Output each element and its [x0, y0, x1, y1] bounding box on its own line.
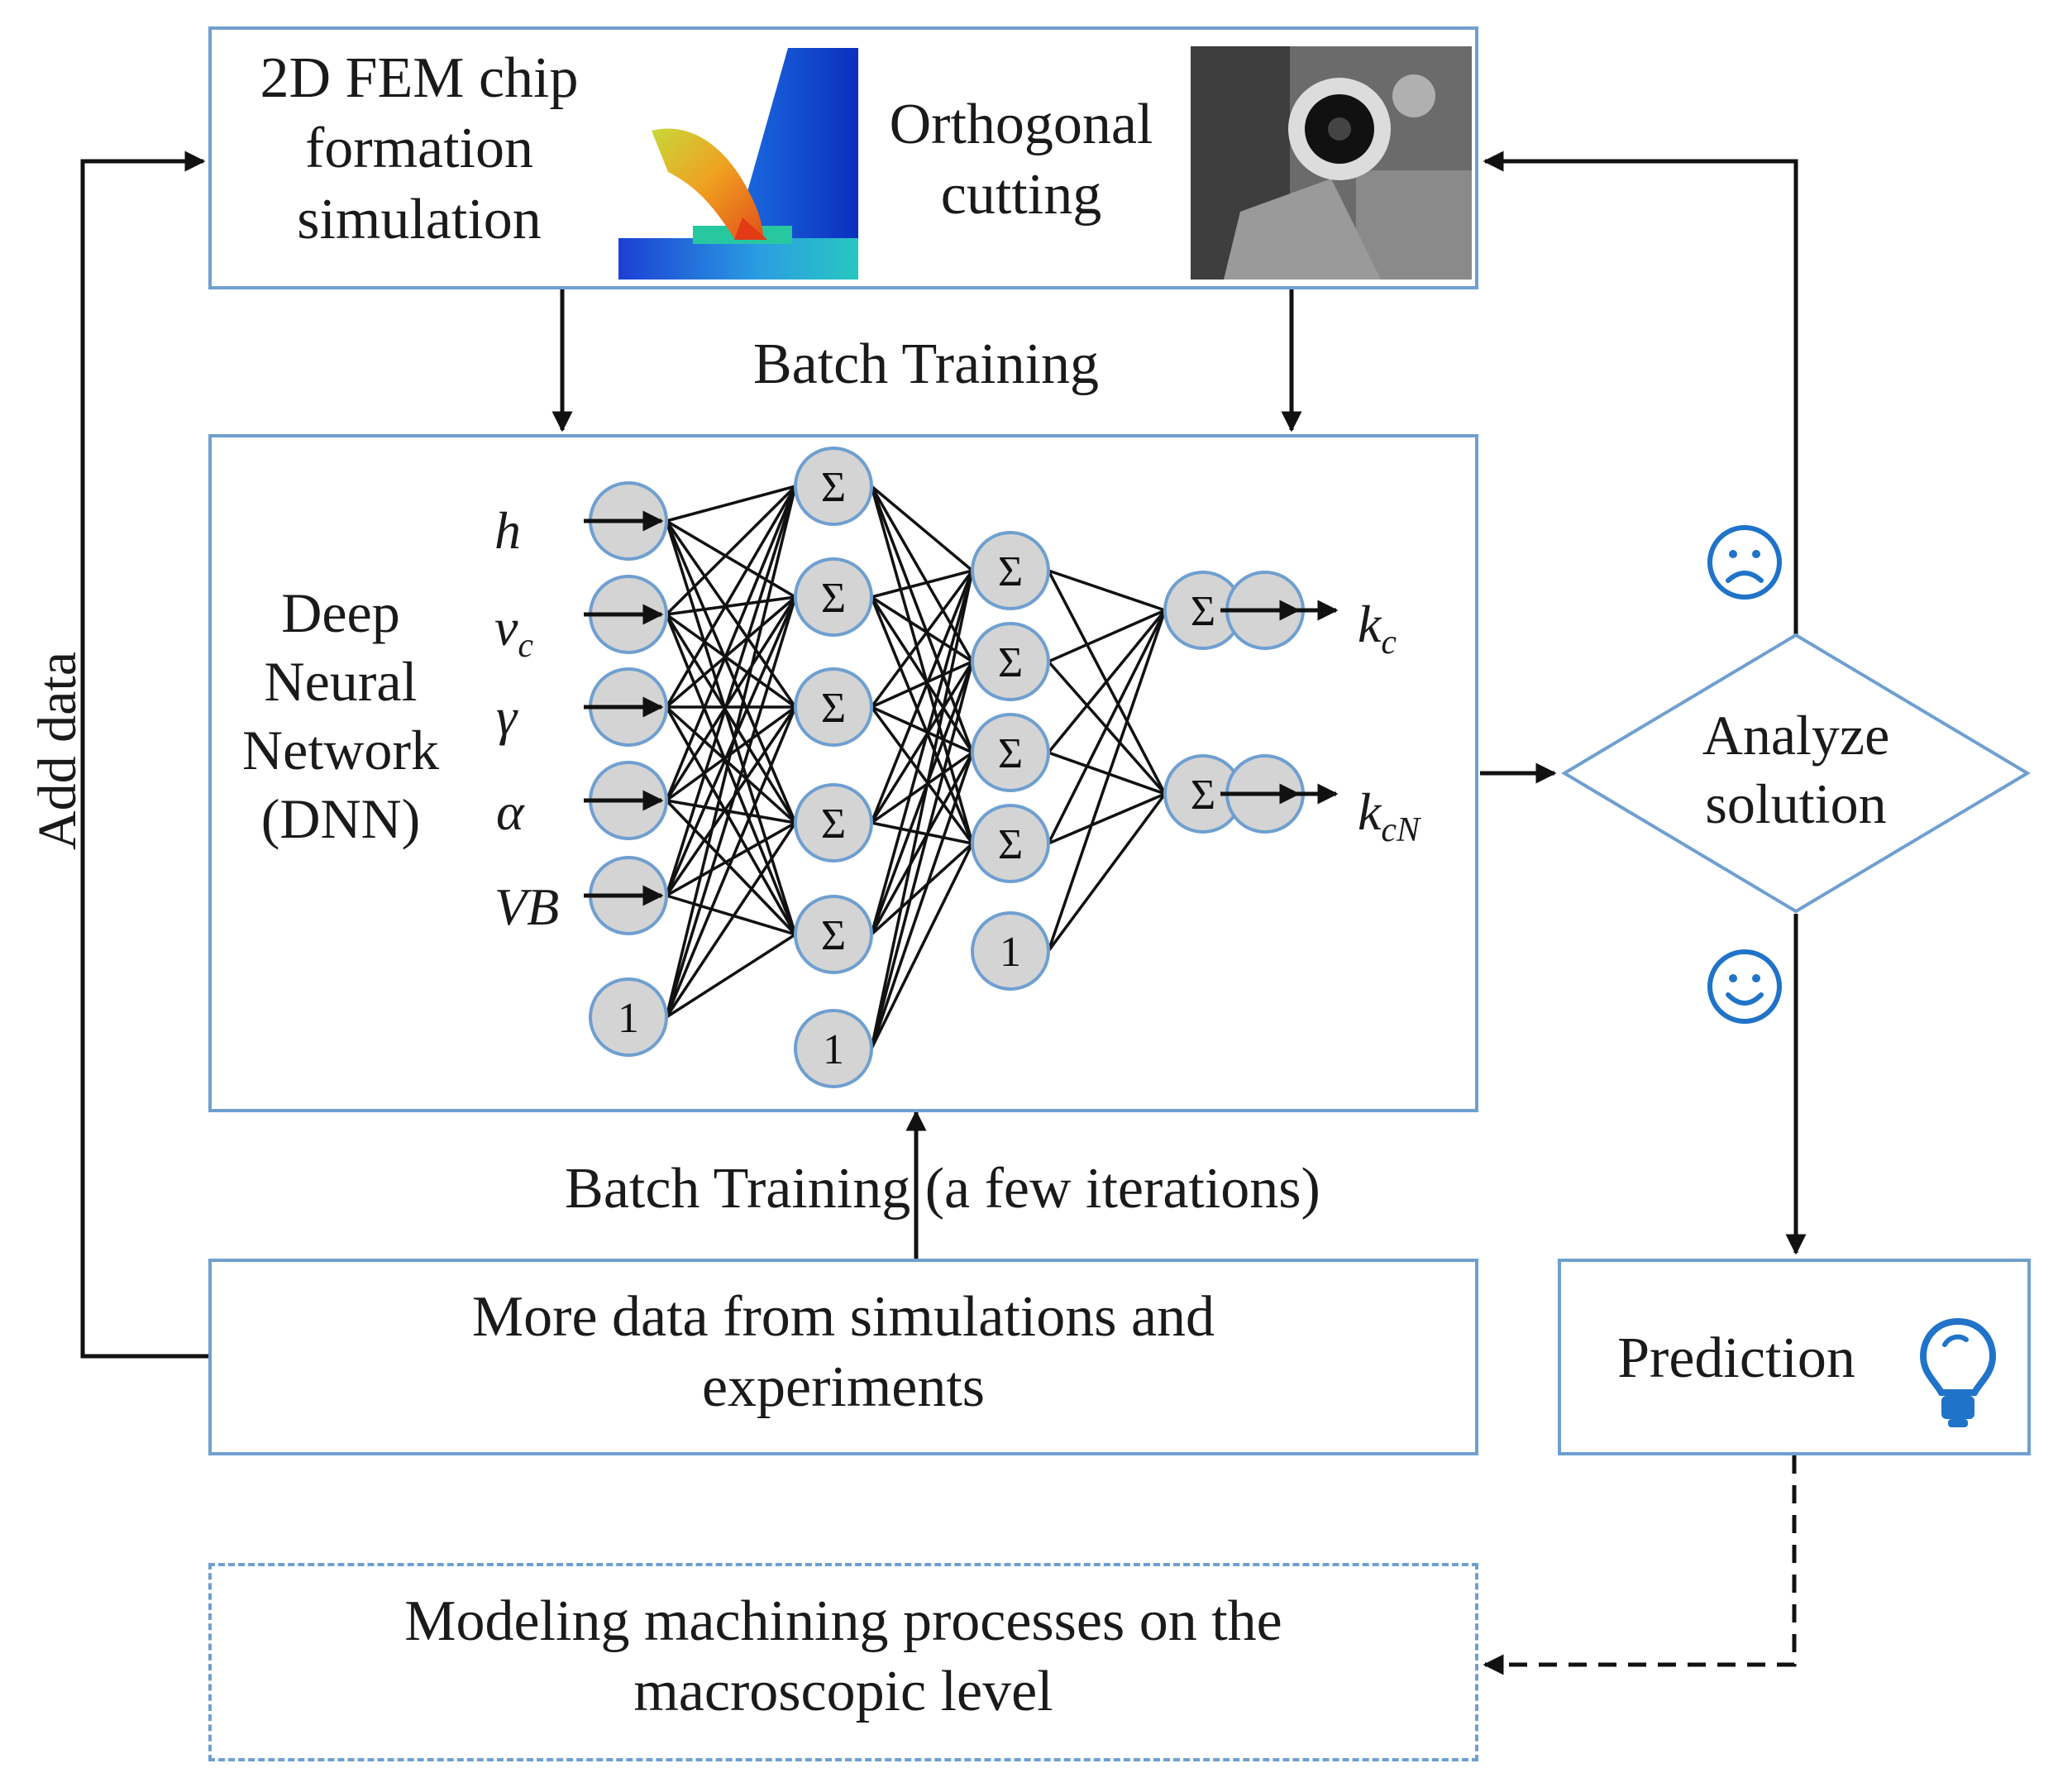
add-data-label: Add data: [27, 651, 88, 851]
orthogonal-cutting-photo: [1191, 46, 1472, 280]
prediction-box: [1558, 1259, 2031, 1455]
orthogonal-cutting-label: Orthogonal cutting: [889, 93, 1153, 227]
input-node: [584, 481, 668, 561]
bias-node: 1: [794, 1009, 873, 1088]
input-label-vb: VB: [494, 877, 560, 936]
modeling-label: Modeling machining processes on the macr…: [404, 1589, 1282, 1724]
lightbulb-icon: [1917, 1317, 1999, 1432]
input-node: [584, 667, 668, 747]
svg-text:Σ: Σ: [821, 464, 846, 511]
analyze-solution-label: Analyze solution: [1702, 704, 1890, 835]
hidden2-node: Σ: [971, 531, 1050, 610]
svg-text:Σ: Σ: [998, 730, 1023, 777]
modeling-box: [208, 1563, 1478, 1761]
hidden2-node: Σ: [971, 622, 1050, 701]
arrow-add-data-loop: [80, 151, 208, 1359]
hidden1-node: Σ: [794, 783, 873, 863]
svg-text:Σ: Σ: [998, 639, 1023, 686]
input-node: [584, 575, 668, 654]
svg-text:Σ: Σ: [821, 800, 846, 848]
svg-text:1: 1: [823, 1026, 844, 1073]
fem-simulation-image: [618, 48, 858, 280]
more-data-label: More data from simulations and experimen…: [471, 1285, 1215, 1420]
batch-training-iterations-label: Batch Training (a few iterations): [565, 1157, 1320, 1221]
svg-text:1: 1: [618, 995, 639, 1042]
batch-training-label: Batch Training: [752, 332, 1100, 396]
dnn-label: Deep Neural Network (DNN): [242, 581, 439, 850]
fem-simulation-label: 2D FEM chip formation simulation: [260, 46, 579, 251]
input-node: [584, 856, 668, 935]
input-label-h: h: [494, 501, 521, 560]
output-label-kcn: kcN: [1358, 782, 1421, 849]
hidden1-node: Σ: [794, 895, 873, 974]
svg-text:Σ: Σ: [998, 821, 1023, 868]
hidden1-node: Σ: [794, 557, 873, 637]
svg-text:Σ: Σ: [998, 548, 1023, 595]
output-sum-node: Σ: [1163, 754, 1243, 834]
hidden1-node: Σ: [794, 667, 873, 747]
sad-face-icon: [1705, 523, 1784, 602]
dnn-box: [208, 434, 1478, 1112]
hidden1-node: Σ: [794, 447, 873, 526]
input-label-gamma: γ: [496, 687, 518, 746]
arrow-analyze-to-top: [1483, 151, 1798, 635]
input-label-vc: vc: [494, 598, 534, 665]
happy-face-icon: [1705, 947, 1784, 1026]
svg-text:1: 1: [1000, 929, 1021, 976]
input-label-alpha: α: [496, 782, 524, 841]
svg-text:Σ: Σ: [821, 575, 846, 622]
add-data-label-wrap: Add data: [25, 628, 91, 877]
data-sources-box: [208, 26, 1478, 289]
network-connections: [665, 485, 1167, 1049]
hidden2-node: Σ: [971, 804, 1050, 883]
svg-text:Σ: Σ: [821, 685, 846, 732]
prediction-label: Prediction: [1617, 1326, 1855, 1390]
arrow-prediction-to-modeling: [1483, 1455, 1797, 1675]
analyze-diamond: [1561, 633, 2031, 914]
svg-text:Σ: Σ: [821, 912, 846, 959]
hidden2-node: Σ: [971, 713, 1050, 792]
more-data-box: [208, 1259, 1478, 1455]
svg-text:Σ: Σ: [1191, 772, 1215, 819]
bias-node: 1: [971, 911, 1050, 991]
input-node: [584, 761, 668, 840]
svg-text:Σ: Σ: [1191, 588, 1215, 635]
output-label-kc: kc: [1358, 595, 1397, 662]
bias-node: 1: [589, 977, 668, 1057]
